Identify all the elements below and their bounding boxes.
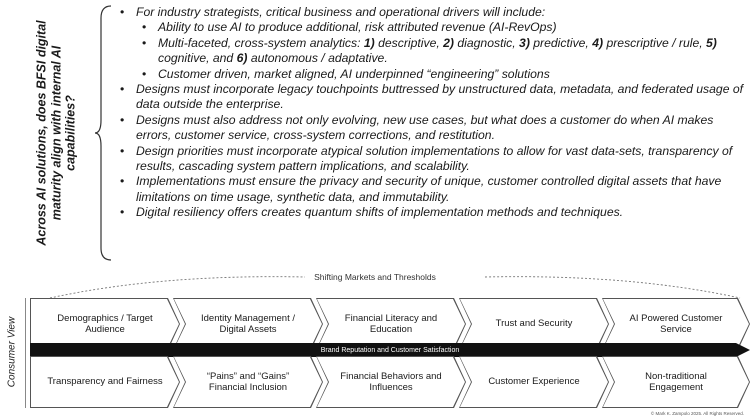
chevron-label: Customer Experience [460, 357, 608, 407]
left-brace [94, 5, 112, 261]
bullet-dot: • [120, 112, 125, 127]
consumer-view-text: Consumer View [6, 316, 18, 388]
sub-bullet-segment: 1) [363, 35, 375, 50]
chevron-label: Non-traditional Engagement [603, 357, 749, 407]
sub-bullet-segment: 6) [236, 51, 248, 66]
chevron-label: “Pains” and “Gains” Financial Inclusion [174, 357, 322, 407]
bullet-dot: • [120, 174, 125, 189]
sub-bullet-item: • Customer driven, market aligned, AI und… [118, 67, 744, 82]
sub-bullet-dot: • [142, 35, 147, 50]
bullet-item: • Implementations must ensure the privacy… [118, 174, 744, 205]
chevron-label: Financial Literacy and Education [317, 299, 465, 349]
top-row-chevron: Financial Literacy and Education [316, 298, 466, 350]
bullet-dot: • [120, 143, 125, 158]
chevron-label: AI Powered Customer Service [603, 299, 749, 349]
top-row-chevron: Demographics / Target Audience [30, 298, 180, 350]
side-question-text: Across AI solutions, does BFSI digital m… [34, 20, 78, 246]
sub-bullet-dot: • [142, 20, 147, 35]
bullet-text: Design priorities must incorporate atypi… [136, 143, 733, 174]
sub-bullet-segment: 5) [706, 35, 717, 50]
sub-bullet-segment: Customer driven, market aligned, AI unde… [158, 66, 550, 81]
bullet-text: Designs must incorporate legacy touchpoi… [136, 82, 744, 112]
side-question: Across AI solutions, does BFSI digital m… [28, 8, 84, 258]
shifting-arc [49, 276, 741, 299]
bullet-item: • Design priorities must incorporate atyp… [118, 144, 744, 175]
bottom-row-chevron: Transparency and Fairness [30, 356, 180, 408]
sub-bullet-segment: predictive, [529, 35, 593, 50]
bullet-item: • Designs must also address not only evol… [118, 113, 744, 144]
arc-label: Shifting Markets and Thresholds [314, 272, 436, 282]
chevron-label: Trust and Security [460, 299, 608, 349]
bullet-dot: • [120, 5, 125, 19]
bullet-list: •For industry strategists, critical busi… [118, 5, 744, 221]
bullet-dot: • [120, 82, 125, 97]
chevron-label: Transparency and Fairness [31, 357, 179, 407]
sub-bullet-item: • Ability to use AI to produce additional… [118, 20, 744, 35]
bullet-text: Designs must also address not only evolv… [136, 112, 714, 143]
bullet-text: For industry strategists, critical busin… [136, 5, 546, 19]
sub-bullet-segment: Ability to use AI to produce additional,… [158, 20, 557, 35]
chevron-label: Financial Behaviors and Influences [317, 357, 465, 407]
chevron-label: Demographics / Target Audience [31, 299, 179, 349]
bullet-text: Digital resiliency offers creates quantu… [136, 205, 624, 220]
bottom-row-chevron: Customer Experience [459, 356, 609, 408]
sub-bullet-segment: Multi-faceted, cross-system analytics: [158, 35, 364, 50]
bullet-dot: • [120, 205, 125, 220]
top-row-chevron: Trust and Security [459, 298, 609, 350]
sub-bullet-dot: • [142, 66, 147, 81]
bullet-text: Implementations must ensure the privacy … [136, 174, 722, 204]
top-row-chevron: AI Powered Customer Service [602, 298, 750, 350]
consumer-view-divider [25, 298, 26, 408]
consumer-view-label: Consumer View [2, 296, 22, 408]
bullet-item: • For industry strategists, critical busi… [118, 5, 744, 20]
sub-bullet-segment: descriptive, [374, 35, 444, 50]
sub-bullet-segment: 3) [519, 35, 530, 50]
sub-bullet-segment: diagnostic, [454, 35, 520, 50]
bullet-item: • Designs must incorporate legacy touchpo… [118, 82, 744, 113]
brand-band-label: Brand Reputation and Customer Satisfacti… [320, 346, 460, 354]
sub-bullet-segment: cognitive, and [158, 51, 237, 66]
sub-bullet-item: •Multi-faceted, cross-system analytics: … [118, 36, 744, 67]
sub-bullet-segment: autonomous / adaptative. [247, 51, 388, 66]
bottom-row-chevron: Non-traditional Engagement [602, 356, 750, 408]
sub-bullet-segment: 2) [443, 35, 454, 50]
bullet-item: • Digital resiliency offers creates quant… [118, 205, 744, 220]
bottom-row-chevron: Financial Behaviors and Influences [316, 356, 466, 408]
chevron-label: Identity Management / Digital Assets [174, 299, 322, 349]
copyright: © Mark K. Zampolo 2025. All Rights Reser… [650, 411, 744, 416]
bottom-row-chevron: “Pains” and “Gains” Financial Inclusion [173, 356, 323, 408]
brand-band: Brand Reputation and Customer Satisfacti… [30, 343, 750, 357]
sub-bullet-segment: 4) [592, 35, 604, 50]
top-row-chevron: Identity Management / Digital Assets [173, 298, 323, 350]
sub-bullet-segment: prescriptive / rule, [603, 35, 707, 50]
